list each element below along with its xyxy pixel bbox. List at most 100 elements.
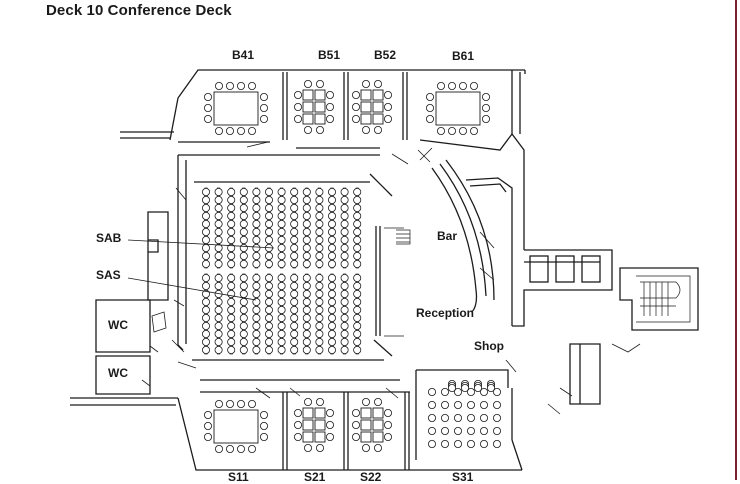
chair-icon bbox=[353, 211, 362, 220]
chair-icon bbox=[277, 297, 286, 306]
chair-icon bbox=[252, 251, 261, 260]
chair-icon bbox=[277, 227, 286, 236]
chair-icon bbox=[259, 104, 268, 113]
chair-icon bbox=[239, 273, 248, 282]
chair-icon bbox=[340, 259, 349, 268]
auditorium-walls bbox=[177, 154, 411, 381]
chair-icon bbox=[315, 313, 324, 322]
chair-icon bbox=[227, 329, 236, 338]
chair-icon bbox=[277, 289, 286, 298]
chair-icon bbox=[353, 297, 362, 306]
chair-icon bbox=[353, 259, 362, 268]
meeting-table bbox=[314, 113, 326, 125]
chair-icon bbox=[290, 259, 299, 268]
chair-icon bbox=[315, 273, 324, 282]
chair-icon bbox=[353, 337, 362, 346]
chair-icon bbox=[453, 413, 462, 422]
chair-icon bbox=[264, 195, 273, 204]
chair-icon bbox=[247, 127, 256, 136]
chair-icon bbox=[214, 251, 223, 260]
chair-icon bbox=[214, 259, 223, 268]
chair-icon bbox=[302, 227, 311, 236]
chair-icon bbox=[479, 387, 488, 396]
outer-walls bbox=[70, 69, 613, 471]
chair-icon bbox=[227, 251, 236, 260]
chair-icon bbox=[315, 289, 324, 298]
chair-icon bbox=[315, 126, 324, 135]
chair-icon bbox=[214, 321, 223, 330]
chair-icon bbox=[227, 259, 236, 268]
chair-icon bbox=[325, 103, 334, 112]
chair-icon bbox=[277, 345, 286, 354]
chair-icon bbox=[383, 420, 392, 429]
chair-icon bbox=[340, 243, 349, 252]
chair-icon bbox=[453, 400, 462, 409]
left-service-area bbox=[95, 187, 197, 395]
chair-icon bbox=[447, 127, 456, 136]
chair-icon bbox=[327, 203, 336, 212]
chair-icon bbox=[239, 281, 248, 290]
chair-icon bbox=[315, 337, 324, 346]
chair-icon bbox=[302, 203, 311, 212]
chair-icon bbox=[252, 305, 261, 314]
chair-icon bbox=[203, 432, 212, 441]
seat-row-line bbox=[355, 187, 359, 269]
room-label-s22: S22 bbox=[360, 470, 382, 484]
chair-icon bbox=[469, 127, 478, 136]
chair-icon bbox=[427, 413, 436, 422]
chair-icon bbox=[236, 444, 245, 453]
meeting-table bbox=[360, 407, 372, 419]
chair-icon bbox=[290, 187, 299, 196]
chair-icon bbox=[239, 345, 248, 354]
chair-icon bbox=[290, 211, 299, 220]
chair-icon bbox=[302, 259, 311, 268]
chair-icon bbox=[227, 235, 236, 244]
chair-icon bbox=[227, 297, 236, 306]
chair-icon bbox=[239, 337, 248, 346]
meeting-table bbox=[372, 89, 384, 101]
chair-icon bbox=[290, 289, 299, 298]
chair-icon bbox=[293, 432, 302, 441]
chair-icon bbox=[383, 103, 392, 112]
chair-icon bbox=[383, 432, 392, 441]
chair-icon bbox=[252, 243, 261, 252]
chair-icon bbox=[201, 219, 210, 228]
chair-icon bbox=[227, 281, 236, 290]
chair-icon bbox=[227, 321, 236, 330]
chair-icon bbox=[201, 345, 210, 354]
chair-icon bbox=[277, 203, 286, 212]
seat-row-line bbox=[204, 187, 208, 269]
leader-lines bbox=[127, 239, 275, 301]
chair-icon bbox=[290, 219, 299, 228]
chair-icon bbox=[361, 397, 370, 406]
chair-icon bbox=[214, 203, 223, 212]
chair-icon bbox=[214, 235, 223, 244]
conference-table bbox=[213, 91, 259, 126]
chair-icon bbox=[481, 104, 490, 113]
chair-icon bbox=[214, 281, 223, 290]
chair-icon bbox=[327, 313, 336, 322]
chair-icon bbox=[239, 259, 248, 268]
chair-icon bbox=[302, 345, 311, 354]
chair-icon bbox=[351, 91, 360, 100]
seat-row-line bbox=[343, 273, 347, 355]
chair-icon bbox=[492, 426, 501, 435]
meeting-table bbox=[314, 419, 326, 431]
chair-icon bbox=[214, 219, 223, 228]
room-label-wc-lower: WC bbox=[108, 366, 128, 380]
chair-icon bbox=[252, 289, 261, 298]
chair-icon bbox=[327, 305, 336, 314]
meeting-table bbox=[302, 101, 314, 113]
chair-icon bbox=[264, 321, 273, 330]
meeting-table bbox=[360, 419, 372, 431]
chair-icon bbox=[353, 321, 362, 330]
chair-icon bbox=[239, 289, 248, 298]
chair-icon bbox=[227, 227, 236, 236]
chair-icon bbox=[264, 289, 273, 298]
seat-row-line bbox=[217, 187, 221, 269]
chair-icon bbox=[492, 413, 501, 422]
chair-icon bbox=[325, 420, 334, 429]
chair-icon bbox=[353, 235, 362, 244]
chair-icon bbox=[203, 421, 212, 430]
chair-icon bbox=[479, 439, 488, 448]
